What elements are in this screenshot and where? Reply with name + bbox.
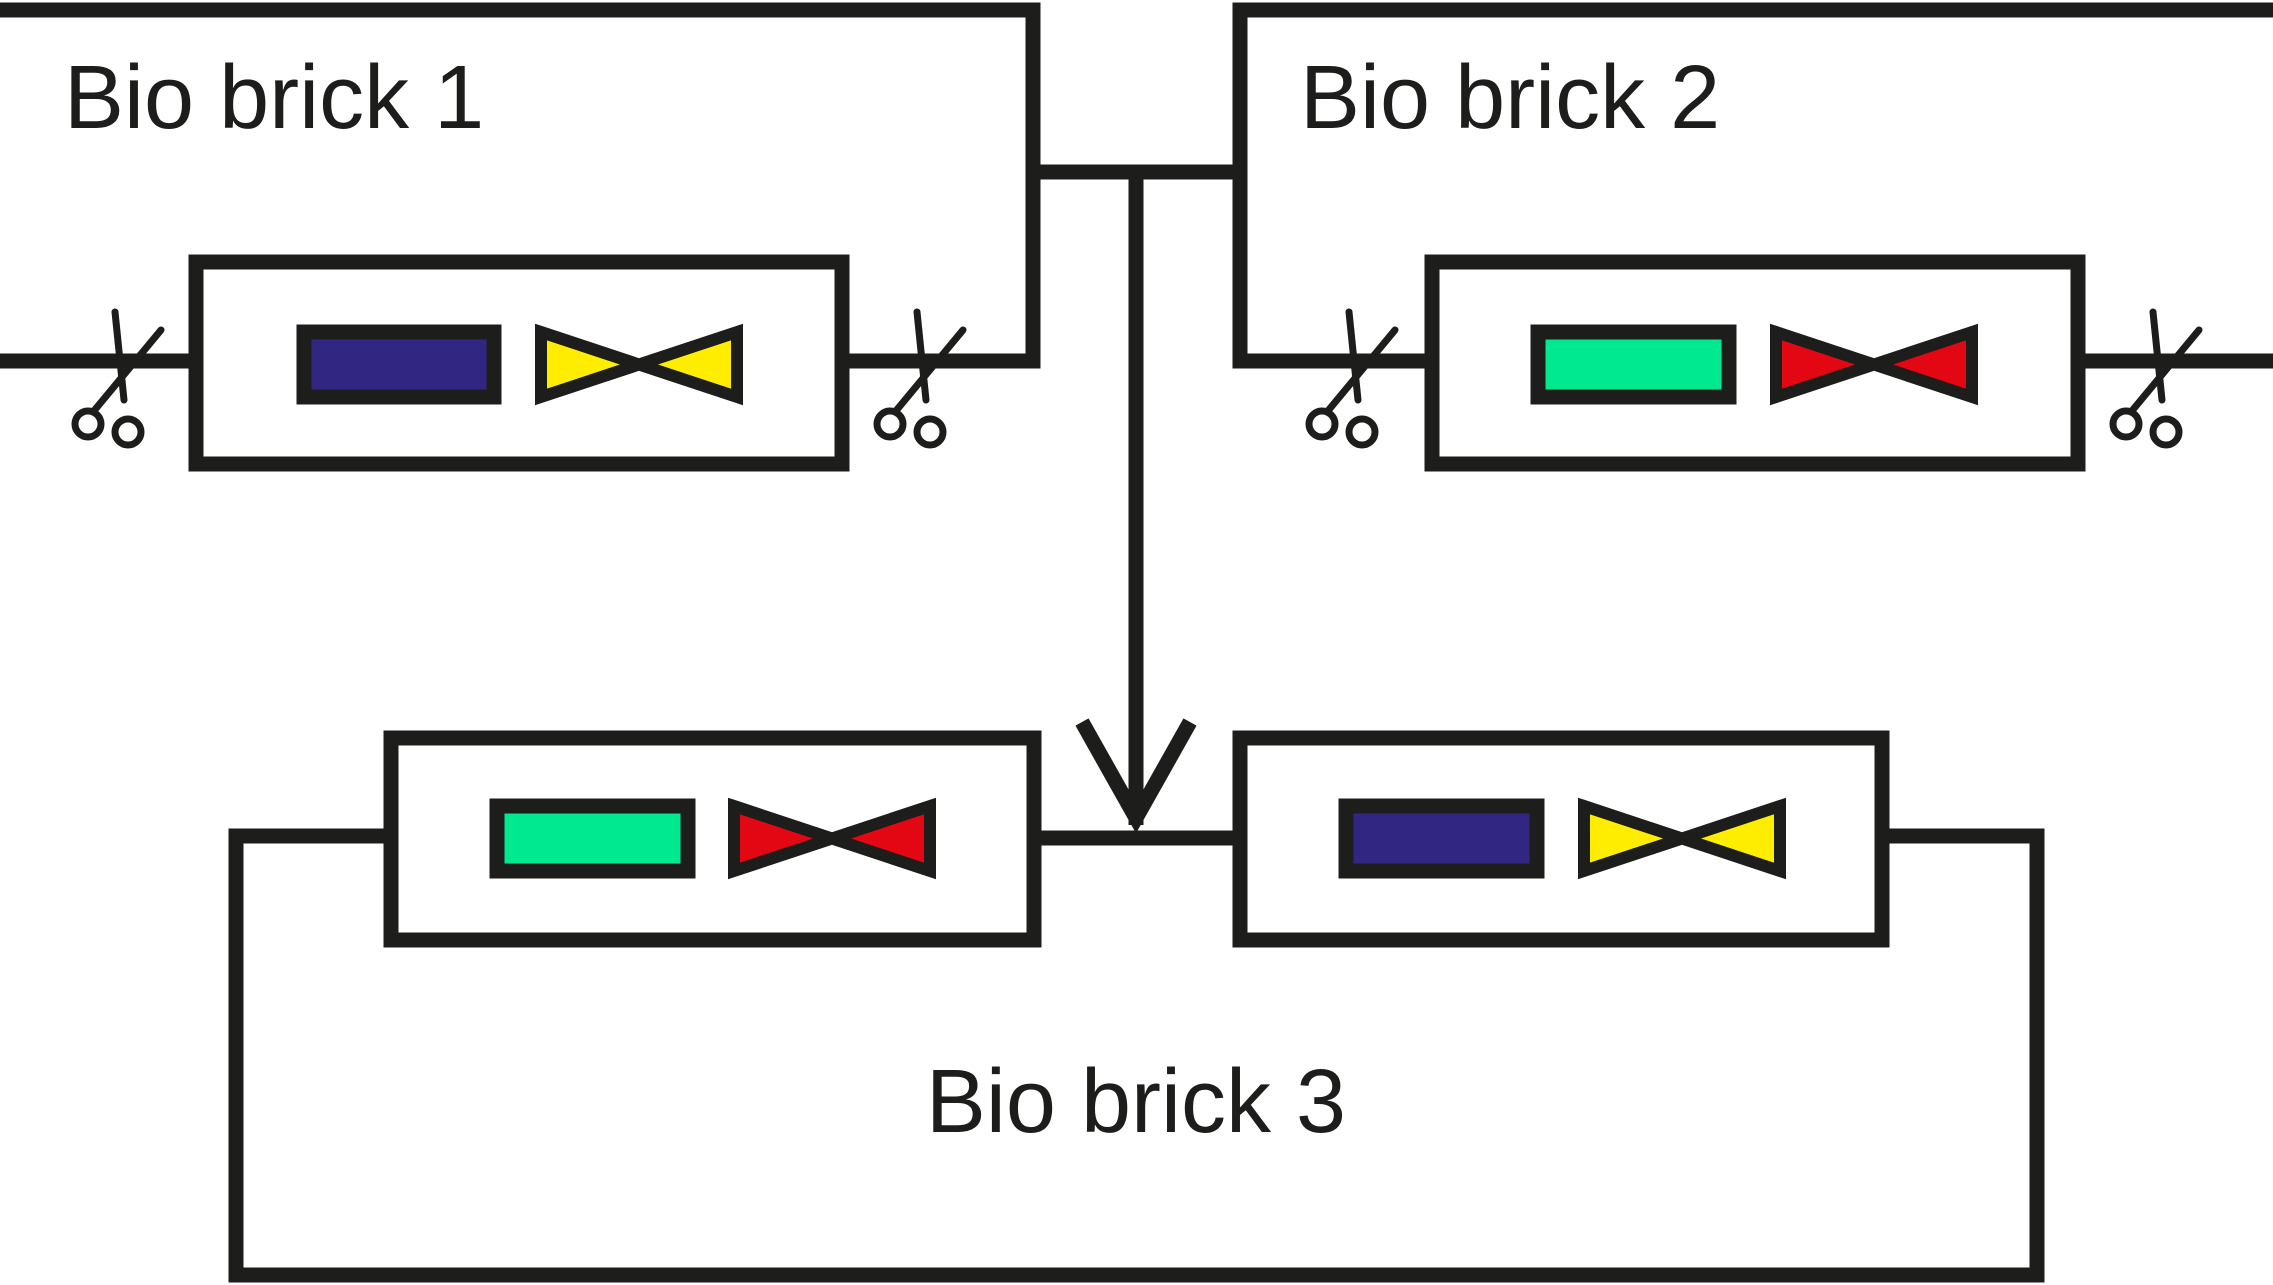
brick3-frame	[228, 828, 2045, 1283]
scissors-icon	[2113, 312, 2199, 445]
brick2-insert-box	[1424, 254, 2086, 472]
brick2-label: Bio brick 2	[1300, 48, 1720, 148]
gene-bar-icon	[1530, 324, 1737, 405]
bowtie-marker-icon	[1578, 797, 1786, 880]
scissors-icon	[75, 312, 161, 445]
brick3-label: Bio brick 3	[926, 1052, 1346, 1152]
brick1-insert-box	[188, 254, 850, 472]
bowtie-marker-icon	[535, 323, 743, 406]
brick3-insert-box-left	[383, 730, 1042, 948]
bowtie-marker-icon	[728, 797, 936, 880]
gene-bar-icon	[1338, 798, 1545, 879]
brick1-label: Bio brick 1	[64, 48, 484, 148]
gene-bar-icon	[489, 798, 696, 879]
gene-bar-icon	[296, 324, 502, 405]
bowtie-marker-icon	[1770, 323, 1978, 406]
scissors-icon	[1309, 312, 1395, 445]
scissors-icon	[877, 312, 963, 445]
arrow-head	[1075, 718, 1197, 834]
